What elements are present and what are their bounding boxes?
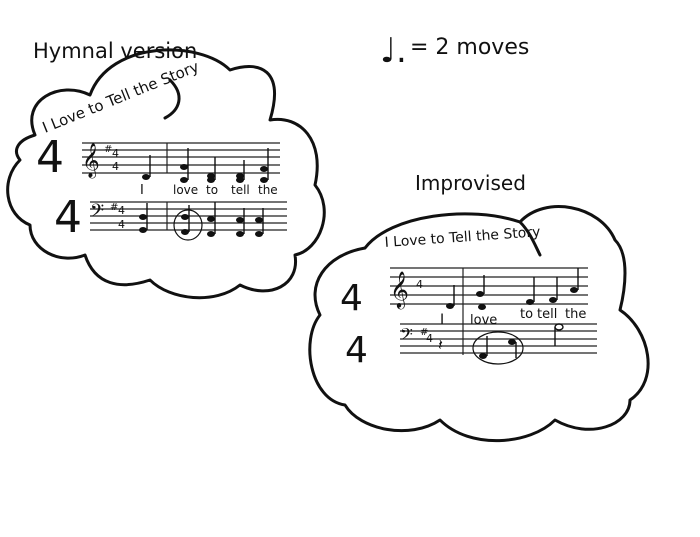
- dotted-half-note-icon: ♩.: [380, 31, 407, 71]
- time-signature-top: 4: [36, 132, 64, 183]
- key-signature-sharp: #: [104, 144, 112, 155]
- time-signature-bottom: 4: [345, 330, 368, 371]
- bass-clef-icon: 𝄢: [400, 324, 413, 348]
- quarter-rest-icon: 𝄽: [438, 335, 443, 354]
- time-sig-small: 4: [118, 218, 125, 231]
- improvised-cloud: [308, 205, 650, 443]
- improvised-label: Improvised: [415, 171, 526, 195]
- lyric: tell: [537, 307, 557, 322]
- hymnal-treble-staff: [82, 142, 280, 174]
- key-signature-sharp: #: [110, 202, 118, 213]
- lyric: the: [565, 307, 586, 322]
- time-signature-top: 4: [340, 278, 363, 319]
- improvised-lyrics: I love to tell the: [440, 307, 586, 328]
- lyric: tell: [231, 183, 250, 197]
- improvised-treble-staff: [390, 267, 588, 355]
- time-sig-small: 4: [112, 160, 119, 173]
- improvised-title: I Love to Tell the Story: [384, 224, 541, 251]
- hymnal-notes: [139, 148, 269, 241]
- improvised-bass-staff: [400, 323, 597, 354]
- treble-clef-icon: 𝄞: [390, 270, 409, 309]
- improvised-notes: [446, 268, 579, 365]
- key-signature-sharp: #: [420, 327, 428, 338]
- lyric: I: [440, 312, 444, 328]
- lyric: love: [470, 313, 497, 328]
- lyric: love: [173, 183, 198, 197]
- treble-clef-icon: 𝄞: [82, 143, 100, 179]
- time-sig-small: 4: [112, 147, 119, 160]
- legend-text: = 2 moves: [410, 35, 529, 60]
- lyric: to: [520, 307, 533, 322]
- lyric: to: [206, 183, 218, 197]
- time-signature-bottom: 4: [54, 192, 82, 243]
- lyric: the: [258, 183, 278, 197]
- hymnal-lyrics: I love to tell the: [140, 183, 278, 198]
- cloud-inner-curve: [518, 220, 542, 257]
- time-sig-small: 4: [416, 278, 423, 291]
- hymnal-cloud: [6, 48, 326, 300]
- hymnal-title: I Love to Tell the Story: [40, 57, 202, 136]
- time-sig-small: 4: [426, 332, 433, 345]
- bass-clef-icon: 𝄢: [90, 201, 104, 226]
- cloud-inner-curve: [163, 78, 181, 120]
- time-sig-small: 4: [118, 204, 125, 217]
- lyric: I: [140, 183, 144, 198]
